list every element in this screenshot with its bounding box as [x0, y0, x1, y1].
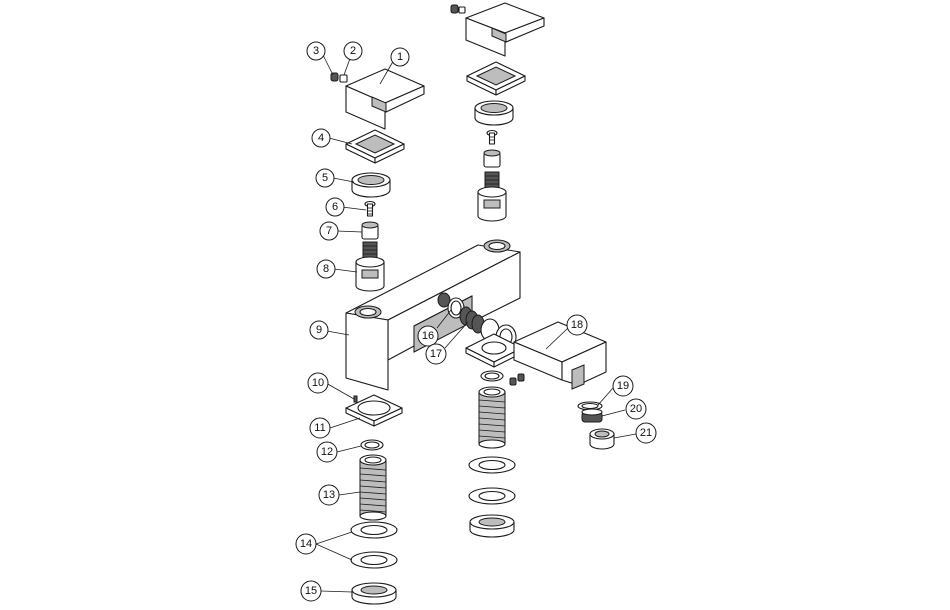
- callout-label-19: 19: [617, 380, 629, 392]
- callout-label-7: 7: [326, 225, 332, 237]
- callout-2: 2: [343, 41, 363, 61]
- callout-label-20: 20: [630, 403, 642, 415]
- part-o-ring: [360, 439, 384, 451]
- part-aerator-insert: [581, 408, 603, 423]
- callout-3: 3: [306, 41, 326, 61]
- callout-label-16: 16: [422, 330, 434, 342]
- callout-11: 11: [309, 417, 331, 439]
- callout-5: 5: [315, 168, 335, 188]
- callout-label-1: 1: [397, 51, 403, 63]
- leader-lines: [315, 52, 637, 593]
- callout-label-6: 6: [332, 201, 338, 213]
- callout-label-4: 4: [318, 132, 324, 144]
- part-spline-adaptor-right: [483, 149, 501, 168]
- part-o-ring-right: [480, 370, 504, 382]
- callout-label-2: 2: [350, 45, 356, 57]
- callout-label-17: 17: [430, 348, 442, 360]
- part-threaded-shank-right: [478, 386, 506, 449]
- part-cartridge-right: [477, 171, 507, 222]
- callout-4: 4: [311, 128, 331, 148]
- callout-17: 17: [425, 343, 447, 365]
- callout-label-11: 11: [314, 422, 325, 434]
- part-aerator-housing: [589, 428, 615, 450]
- part-lever-handle-right: [450, 2, 545, 57]
- callout-21: 21: [635, 422, 657, 444]
- callout-label-14: 14: [300, 538, 312, 550]
- callout-19: 19: [612, 375, 634, 397]
- part-ring-collar-left: [351, 172, 391, 198]
- part-threaded-shank-left: [359, 454, 387, 521]
- part-screw-right: [486, 129, 498, 145]
- part-back-nut-left: [351, 582, 397, 605]
- callout-label-3: 3: [313, 45, 319, 57]
- callout-15: 15: [300, 580, 322, 602]
- part-base-plate: [345, 394, 403, 427]
- callout-label-12: 12: [321, 446, 333, 458]
- callout-6: 6: [325, 197, 345, 217]
- callout-14: 14: [295, 533, 317, 555]
- callout-9: 9: [309, 320, 329, 340]
- callout-label-18: 18: [571, 319, 583, 331]
- part-washers-right: [468, 456, 516, 505]
- part-spline-adaptor-left: [361, 221, 379, 240]
- part-lever-handle-left: [345, 68, 425, 130]
- callout-20: 20: [625, 398, 647, 420]
- callout-12: 12: [316, 441, 338, 463]
- part-washers-left: [350, 521, 398, 569]
- callout-label-5: 5: [322, 172, 328, 184]
- part-spout: [513, 321, 607, 390]
- callout-13: 13: [318, 484, 340, 506]
- callout-label-9: 9: [316, 324, 322, 336]
- part-screw-left: [364, 200, 376, 217]
- callout-16: 16: [417, 325, 439, 347]
- part-grub-screw-left: [330, 72, 348, 83]
- callout-10: 10: [307, 372, 329, 394]
- part-bridge-body: [345, 239, 521, 391]
- callout-label-15: 15: [305, 585, 317, 597]
- part-square-shroud-left: [345, 129, 405, 164]
- callout-8: 8: [316, 259, 336, 279]
- callout-7: 7: [319, 221, 339, 241]
- part-ring-collar-right: [474, 100, 514, 126]
- part-cartridge-left: [355, 241, 385, 292]
- part-spout-plate: [465, 333, 523, 368]
- callout-1: 1: [390, 47, 410, 67]
- callout-18: 18: [566, 314, 588, 336]
- part-spout-grub-screws: [509, 373, 525, 386]
- callout-label-13: 13: [323, 489, 335, 501]
- callout-label-10: 10: [312, 377, 324, 389]
- callout-label-8: 8: [323, 263, 329, 275]
- part-square-shroud-right: [466, 61, 526, 96]
- callout-label-21: 21: [640, 427, 652, 439]
- part-back-nut-right: [469, 514, 515, 538]
